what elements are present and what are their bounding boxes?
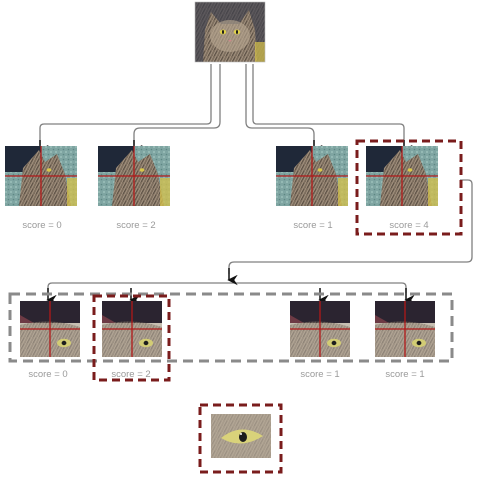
level1-tile-1 <box>4 145 78 207</box>
arrow-heads <box>38 140 415 306</box>
level2-tile-3 <box>289 300 351 358</box>
connector-to-tile-4 <box>252 64 405 145</box>
selection-box-result <box>198 403 283 474</box>
level1-tile-3 <box>275 145 349 207</box>
level1-score-2: score = 2 <box>116 220 155 231</box>
level2-tile-1 <box>19 300 81 358</box>
connector-to-tile-2 <box>133 64 221 145</box>
connectors <box>39 64 473 293</box>
level2-score-4: score = 1 <box>385 369 424 380</box>
group-box-level2 <box>8 292 454 363</box>
level1-tile-4 <box>365 145 439 207</box>
level2-tile-4 <box>374 300 436 358</box>
level2-score-2: score = 2 <box>111 369 150 380</box>
source-cat-image <box>194 1 266 63</box>
connector-to-level2 <box>228 179 473 274</box>
level1-score-3: score = 1 <box>293 220 332 231</box>
level1-score-1: score = 0 <box>22 220 61 231</box>
result-eye-image <box>211 414 271 458</box>
connector-level2-bar <box>47 282 407 293</box>
connector-to-tile-1 <box>39 64 212 145</box>
level2-tile-2 <box>101 300 163 358</box>
selection-box-level2 <box>92 294 171 382</box>
selection-box-level1 <box>355 139 463 236</box>
level1-score-4: score = 4 <box>389 220 428 231</box>
level1-tile-2 <box>97 145 171 207</box>
level2-score-3: score = 1 <box>300 369 339 380</box>
level2-score-1: score = 0 <box>28 369 67 380</box>
connector-to-tile-3 <box>245 64 315 145</box>
